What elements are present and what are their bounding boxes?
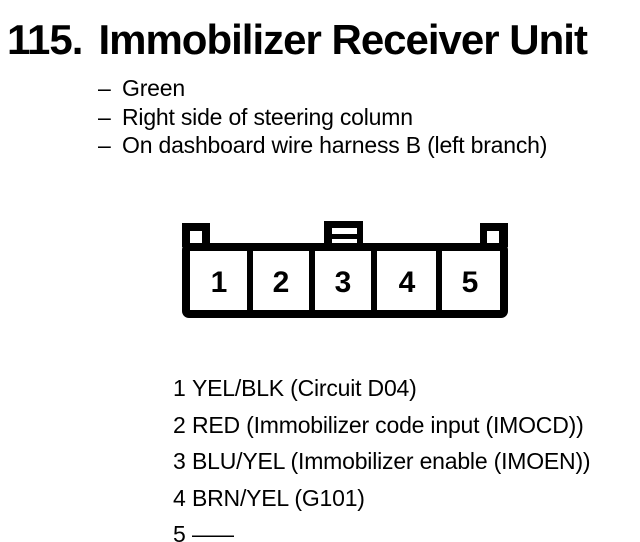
pin-number: 2 xyxy=(173,411,186,438)
pin-description: BRN/YEL (G101) xyxy=(192,484,365,511)
cavity-number: 2 xyxy=(273,266,290,299)
right-tab-notch xyxy=(487,231,499,243)
detail-text: On dashboard wire harness B (left branch… xyxy=(122,132,548,158)
detail-text: Right side of steering column xyxy=(122,103,413,130)
cavity-number: 4 xyxy=(399,266,416,299)
page-title: 115. Immobilizer Receiver Unit xyxy=(7,16,588,63)
cavity-number: 5 xyxy=(462,266,479,299)
cavity-number: 3 xyxy=(335,266,352,299)
pin-number: 5 xyxy=(173,521,186,542)
dash-bullet: – xyxy=(98,103,111,130)
detail-item-harness: – On dashboard wire harness B (left bran… xyxy=(98,131,547,160)
detail-item-location: – Right side of steering column xyxy=(98,103,547,132)
pin-description: BLU/YEL (Immobilizer enable (IMOEN)) xyxy=(192,448,591,475)
pin-number: 1 xyxy=(173,375,186,401)
pin-row: 5 —— xyxy=(173,516,590,542)
detail-list: – Green – Right side of steering column … xyxy=(98,74,547,160)
pin-description-no-connection: —— xyxy=(192,521,234,542)
item-title: Immobilizer Receiver Unit xyxy=(98,16,587,63)
left-tab-notch xyxy=(190,231,202,243)
connector-diagram: 1 2 3 4 5 xyxy=(182,221,508,318)
pin-row: 3 BLU/YEL (Immobilizer enable (IMOEN)) xyxy=(173,443,591,480)
dash-bullet: – xyxy=(98,75,111,101)
pin-number: 3 xyxy=(173,448,186,475)
dash-bullet: – xyxy=(98,132,111,158)
pin-row: 4 BRN/YEL (G101) xyxy=(173,480,590,517)
pin-number: 4 xyxy=(173,484,186,511)
pinout-legend: 1 YEL/BLK (Circuit D04) 2 RED (Immobiliz… xyxy=(173,370,591,542)
center-latch-slot xyxy=(332,228,357,234)
pin-description: YEL/BLK (Circuit D04) xyxy=(192,375,417,401)
pin-description: RED (Immobilizer code input (IMOCD)) xyxy=(192,411,584,438)
item-number: 115. xyxy=(7,16,83,63)
pin-row: 2 RED (Immobilizer code input (IMOCD)) xyxy=(173,407,590,444)
cavity-number: 1 xyxy=(211,266,228,299)
detail-text: Green xyxy=(122,75,185,101)
detail-item-color: – Green xyxy=(98,74,547,103)
pin-row: 1 YEL/BLK (Circuit D04) xyxy=(173,370,590,407)
center-latch-slot xyxy=(332,239,357,243)
